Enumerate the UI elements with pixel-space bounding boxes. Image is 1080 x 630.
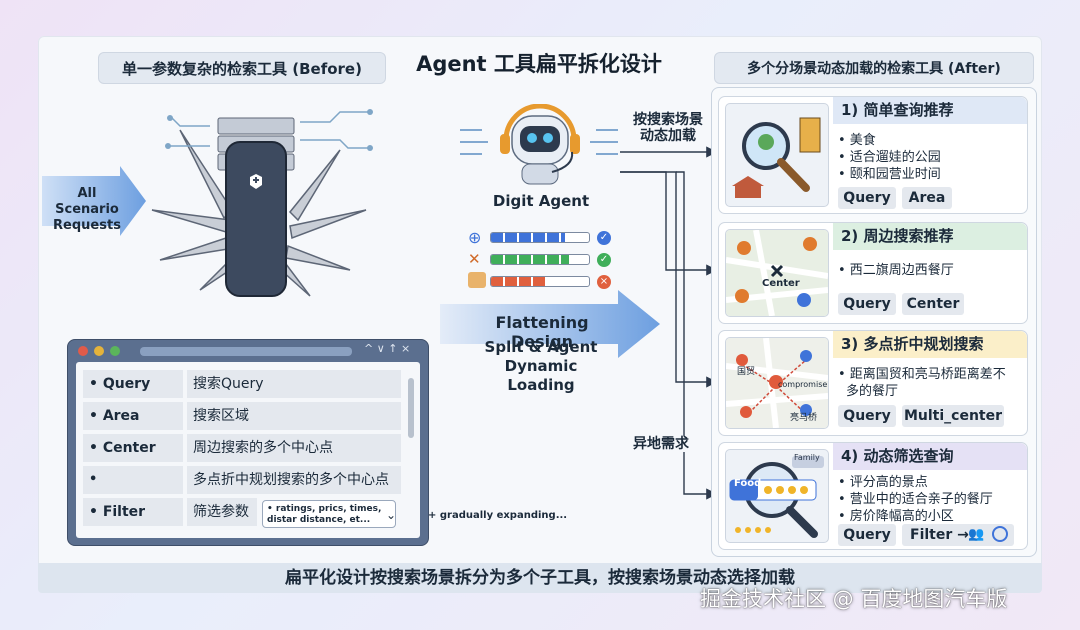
tag-center: Center [902,293,964,315]
map-label-guomao: 国贸 [737,367,756,377]
compromise-map-icon [725,337,829,429]
card4-bullet: • 房价降幅高的小区 [838,509,954,524]
robot-agent-icon [460,104,618,185]
family-label: Family [794,453,820,462]
card1-bullet: • 适合遛娃的公园 [838,150,941,165]
food-label: Food [734,478,762,489]
input-arrow-label: All Scenario Requests [53,186,121,233]
filter-magnifier-icon [725,449,829,543]
card1-bullet: • 美食 [838,133,876,148]
dynamic-load-label: 按搜索场景 动态加载 [633,112,703,144]
filter-dropdown[interactable]: • ratings, prics, times, distar distance… [262,500,396,528]
footer-summary: 扁平化设计按搜索场景拆分为多个子工具，按搜索场景动态选择加载 [38,563,1042,593]
param-row-multi-center: • Multi_center 多点折中规划搜索的多个中心点 [83,466,401,515]
agent-name: Digit Agent [492,192,590,210]
tag-filter-label: Filter → [910,527,969,543]
param-value: 搜索Query [187,370,401,398]
flatten-subtitle: Split & Agent Dynamic Loading [484,338,598,394]
card4-bullet: • 评分高的景点 [838,475,928,490]
filter-options-text: • ratings, prics, times, distar distance… [267,504,382,525]
window-minimize-dot[interactable] [94,346,104,356]
center-map-label: Center [762,278,800,289]
tools-icon: ✕ [468,250,481,268]
card-title: 1) 简单查询推荐 [833,97,1027,124]
param-key: • Multi_center [83,466,183,515]
magnifier-building-icon [725,103,829,207]
chevron-down-icon[interactable]: ⌄ [386,508,397,522]
card1-bullet: • 颐和园营业时间 [838,167,941,182]
tag-query: Query [838,187,896,209]
card-title: 2) 周边搜索推荐 [833,223,1027,250]
param-value: 多点折中规划搜索的多个中心点 [187,466,401,494]
check-icon: ✓ [597,231,611,245]
cross-icon: × [597,275,611,289]
watermark: 掘金技术社区 @ 百度地图汽车版 [700,587,1008,611]
tag-multi-center: Multi_center [902,405,1004,427]
globe-icon: ⊕ [468,228,482,247]
tool-card-nearby-search[interactable]: 2) 周边搜索推荐 [718,222,1028,324]
input-arrow [42,166,146,236]
tag-query: Query [838,293,896,315]
people-icon: 👥 [968,527,985,542]
map-pins-icon [725,229,829,317]
progress-bar-1 [490,232,590,243]
scrollbar[interactable] [408,378,414,438]
card-title: 4) 动态筛选查询 [833,443,1027,470]
card4-bullet: • 营业中的适合亲子的餐厅 [838,492,993,507]
check-icon: ✓ [597,253,611,267]
window-controls-icon[interactable]: ^ ∨ ↑ × [364,342,411,355]
progress-bar-3 [490,276,590,287]
expanding-note: + gradually expanding... [428,510,568,521]
card3-bullet: • 距离国贸和亮马桥距离差不 [838,367,1006,382]
tag-query: Query [838,524,896,546]
param-value: 筛选参数 [187,498,257,526]
card-title: 3) 多点折中规划搜索 [833,331,1027,358]
main-title: Agent 工具扁平拆化设计 [416,52,662,76]
param-key: • Filter [83,498,183,526]
param-value: 周边搜索的多个中心点 [187,434,401,462]
before-header: 单一参数复杂的检索工具 (Before) [98,52,386,84]
map-label-liangmaqiao: 亮马桥 [790,413,818,423]
map-label-compromise: compromise [778,380,828,389]
window-maximize-dot[interactable] [110,346,120,356]
window-address-bar [140,347,352,356]
param-row-query: • Query 搜索Query [83,370,401,398]
after-header: 多个分场景动态加载的检索工具 (After) [714,52,1034,84]
clock-icon [992,526,1008,542]
swiss-knife-icon [151,109,373,297]
param-key: • Area [83,402,183,430]
warning-icon [468,272,486,288]
tag-query: Query [838,405,896,427]
flatten-title: Flattening Design [495,313,589,351]
connector-lines [620,146,718,500]
tag-area: Area [902,187,952,209]
param-row-filter: • Filter 筛选参数 [83,498,401,526]
param-key: • Query [83,370,183,398]
param-row-area: • Area 搜索区域 [83,402,401,430]
param-row-center: • Center 周边搜索的多个中心点 [83,434,401,462]
progress-bar-2 [490,254,590,265]
window-close-dot[interactable] [78,346,88,356]
flatten-arrow [440,290,660,358]
card3-bullet: 多的餐厅 [846,384,899,399]
card2-bullet: • 西二旗周边西餐厅 [838,263,954,278]
tag-filter: Filter → [902,524,1014,546]
param-value: 搜索区域 [187,402,401,430]
param-key: • Center [83,434,183,462]
remote-demand-label: 异地需求 [633,436,689,452]
